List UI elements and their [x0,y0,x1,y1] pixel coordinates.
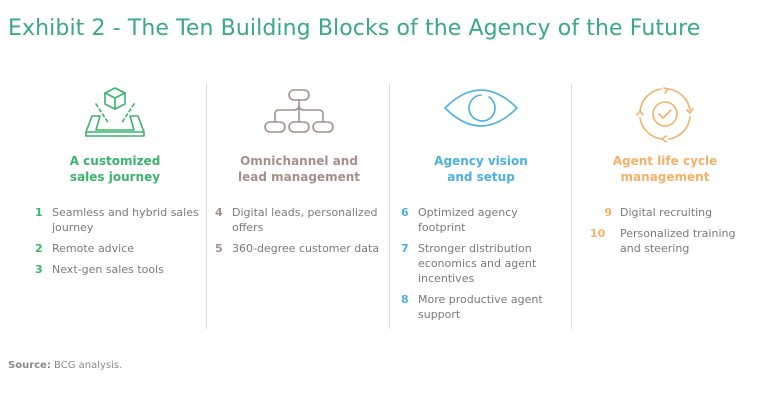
list-item: 4 Digital leads, personalized offers [215,205,387,235]
item-list: 9 Digital recruiting 10 Personalized train… [590,205,750,262]
exhibit-title: Exhibit 2 - The Ten Building Blocks of t… [8,16,701,41]
item-list: 1 Seamless and hybrid sales journey 2 Remo… [35,205,205,283]
source-note: Source: BCG analysis. [8,360,122,371]
list-item: 5 360-degree customer data [215,241,387,256]
heading-line: sales journey [69,170,161,184]
item-text: Digital leads, personalized offers [232,206,378,234]
list-item: 3 Next-gen sales tools [35,262,205,277]
item-number: 3 [35,263,43,276]
item-number: 9 [604,206,612,219]
item-text: Personalized training and steering [620,227,736,255]
item-text: 360-degree customer data [232,242,380,255]
cycle-check-icon [575,86,755,143]
item-number: 5 [215,242,223,255]
item-list: 4 Digital leads, personalized offers 5 360… [215,205,387,262]
column-omnichannel: Omnichannel and lead management 4 Digital… [210,83,388,329]
list-item: 7 Stronger distribution economics and age… [401,241,561,286]
column-divider [571,83,572,329]
column-agent-life-cycle: Agent life cycle management 9 Digital rec… [575,83,755,329]
list-item: 6 Optimized agency footprint [401,205,561,235]
column-heading: Agent life cycle management [575,153,755,185]
heading-line: A customized [69,154,161,168]
list-item: 1 Seamless and hybrid sales journey [35,205,205,235]
item-number: 2 [35,242,43,255]
item-text: Remote advice [52,242,135,255]
column-heading: Omnichannel and lead management [210,153,388,185]
item-text: Digital recruiting [620,206,713,219]
heading-line: Agency vision [434,154,528,168]
heading-line: management [620,170,710,184]
item-text: Next-gen sales tools [52,263,164,276]
source-label: Source: [8,360,51,371]
eye-icon [393,86,569,142]
item-number: 1 [35,206,43,219]
column-divider [389,83,390,329]
item-text: Seamless and hybrid sales journey [52,206,199,234]
item-number: 6 [401,206,409,219]
column-divider [206,83,207,329]
item-number: 7 [401,242,409,255]
box-on-tablet-icon [30,86,200,142]
list-item: 10 Personalized training and steering [590,226,750,256]
column-heading: Agency vision and setup [393,153,569,185]
list-item: 9 Digital recruiting [590,205,750,220]
item-list: 6 Optimized agency footprint 7 Stronger di… [401,205,561,328]
column-agency-vision: Agency vision and setup 6 Optimized agenc… [393,83,569,329]
heading-line: Agent life cycle [612,154,718,168]
hierarchy-icon [210,86,388,142]
source-text: BCG analysis. [54,360,123,371]
list-item: 8 More productive agent support [401,292,561,322]
item-number: 8 [401,293,409,306]
item-text: Stronger distribution economics and agen… [418,242,537,285]
heading-line: lead management [237,170,360,184]
item-text: More productive agent support [418,293,543,321]
column-sales-journey: A customized sales journey 1 Seamless and… [30,83,200,329]
item-number: 10 [590,227,606,240]
heading-line: and setup [447,170,515,184]
column-heading: A customized sales journey [30,153,200,185]
list-item: 2 Remote advice [35,241,205,256]
heading-line: Omnichannel and [240,154,358,168]
item-number: 4 [215,206,223,219]
item-text: Optimized agency footprint [418,206,518,234]
